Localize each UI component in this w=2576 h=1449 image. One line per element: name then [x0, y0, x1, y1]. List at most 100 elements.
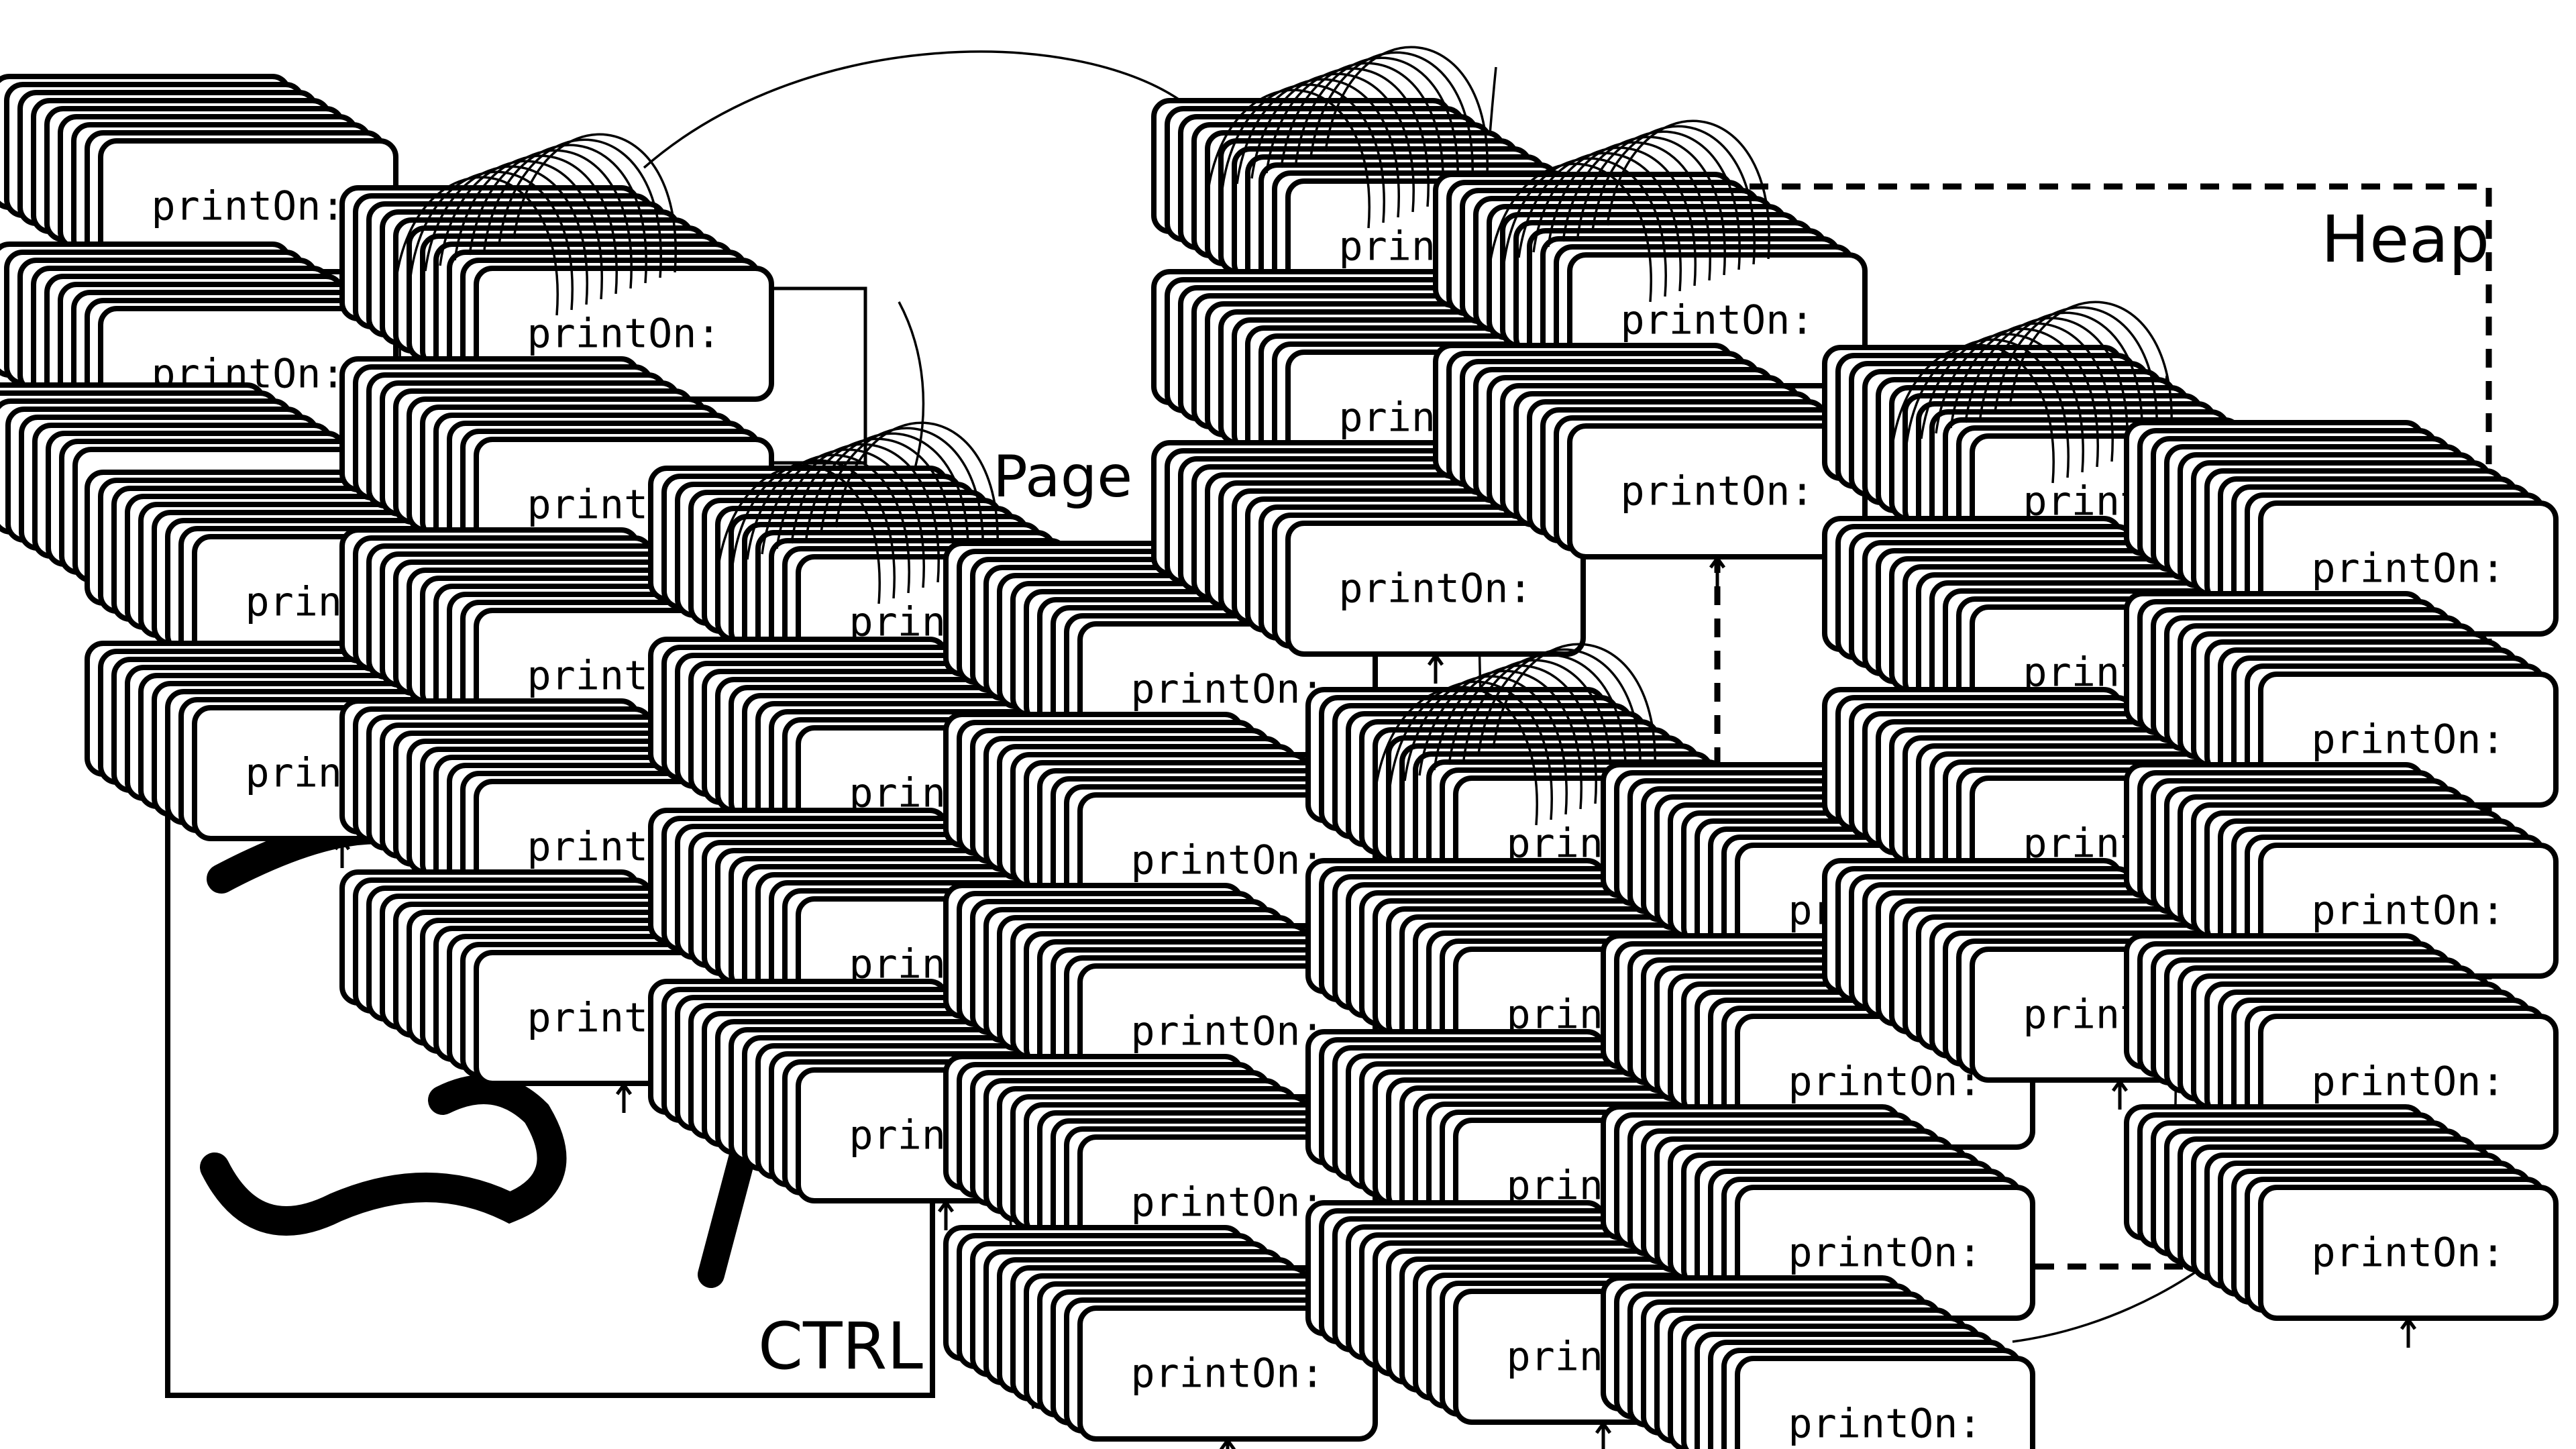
method-frame-label: printOn: [1339, 566, 1533, 612]
call-arc [1562, 136, 1726, 276]
method-stack: printOn: [2124, 1104, 2559, 1348]
call-arrow [333, 837, 351, 868]
call-arc [731, 459, 896, 599]
method-stack: printOn: [943, 1225, 1378, 1449]
method-frame-label: printOn: [1131, 1350, 1325, 1397]
call-arc [835, 421, 999, 561]
call-arc [1324, 46, 1489, 186]
method-stack: printOn: [1601, 1275, 2035, 1449]
call-arc [746, 453, 910, 594]
method-stack: printOn: [2124, 591, 2559, 835]
call-arc [1309, 51, 1474, 191]
call-arc [1576, 130, 1741, 270]
call-arc [790, 437, 955, 578]
method-stacks: printOn:printOn:myGetterprintOn:printOn:… [0, 46, 2559, 1449]
method-stack: printOn: [2124, 762, 2559, 1006]
call-arc [1979, 311, 2143, 451]
method-frame-label: printOn: [527, 311, 721, 358]
call-arc [1448, 659, 1612, 799]
call-arc [1920, 333, 2084, 473]
method-stack: printOn: [339, 869, 774, 1113]
call-arc [1374, 686, 1538, 826]
call-arc [1462, 653, 1627, 794]
call-arc [1236, 78, 1400, 218]
method-frame-label: printOn: [2312, 888, 2506, 934]
call-arrow [2111, 1078, 2129, 1110]
call-arc [2008, 301, 2173, 441]
method-stack: printOn: [2124, 420, 2559, 663]
method-stack: printOn: [0, 74, 398, 301]
call-arc [716, 464, 881, 604]
method-frame-label: printOn: [2312, 545, 2506, 592]
method-frame-label: printOn: [1788, 1230, 1982, 1277]
call-arrow [1219, 1437, 1236, 1449]
method-stack: printOn: [2124, 933, 2559, 1177]
method-frame-label: printOn: [1131, 1008, 1325, 1055]
method-frame-label: printOn: [152, 183, 345, 230]
call-arc [1221, 83, 1385, 223]
front-labels: Heap Page CTRL [758, 202, 2489, 1384]
method-stack: printOn: [339, 133, 774, 429]
method-stack: printOn: [1433, 343, 1868, 586]
call-arc [761, 448, 925, 588]
call-arrow [2400, 1316, 2417, 1348]
call-arc [394, 176, 559, 316]
call-arc [1265, 67, 1430, 207]
call-arc [1280, 62, 1444, 202]
call-arc [483, 144, 647, 284]
method-stack: printOn: [1151, 440, 1586, 684]
method-frame-label: printOn: [1788, 1059, 1982, 1106]
call-arc [1433, 664, 1597, 804]
method-frame-label: printOn: [1131, 1179, 1325, 1226]
method-frame-label: printOn: [1131, 837, 1325, 884]
call-arc [1905, 338, 2070, 478]
call-arc [1949, 322, 2114, 462]
call-arrow [1709, 555, 1726, 586]
call-arc [1935, 327, 2099, 468]
call-arc [1403, 675, 1568, 815]
call-arc [453, 154, 618, 294]
call-arrow [1595, 1420, 1612, 1449]
call-arc [1503, 157, 1667, 297]
call-arc [1964, 317, 2129, 457]
method-stack: printOn: [943, 883, 1378, 1126]
call-arc [1591, 125, 1756, 265]
method-frame-label: printOn: [1621, 297, 1815, 344]
method-stack: printOn: [943, 712, 1378, 955]
call-arc [498, 138, 662, 278]
call-arc [1606, 119, 1770, 260]
call-arc [820, 427, 984, 567]
call-arc [1517, 152, 1682, 292]
method-stack: printOn: [1601, 1104, 2035, 1348]
call-arc [1206, 89, 1371, 229]
heap-region-frame [1714, 183, 2492, 1270]
method-frame-label: printOn: [2312, 1230, 2506, 1277]
ctrl-label: CTRL [758, 1309, 923, 1384]
call-arc [1250, 72, 1415, 213]
call-arc [439, 160, 603, 300]
call-arc [775, 443, 940, 583]
call-arc [1547, 141, 1711, 281]
method-frame-label: printOn: [2312, 716, 2506, 763]
call-arc [1389, 680, 1553, 820]
method-frame-label: printOn: [2312, 1059, 2506, 1106]
call-arrow [615, 1081, 633, 1113]
call-arc [409, 170, 574, 311]
call-arc [1488, 162, 1652, 303]
method-frame-label: printOn: [1621, 468, 1815, 515]
method-stack: printOn: [943, 1054, 1378, 1297]
call-arc [805, 432, 969, 572]
call-arc [513, 133, 677, 273]
call-arc [1477, 648, 1642, 788]
heap-label: Heap [2321, 202, 2489, 277]
method-stack: printOn: [943, 541, 1378, 784]
call-arc [1890, 343, 2055, 484]
page-label: Page [993, 443, 1132, 511]
call-arc [1994, 306, 2158, 446]
call-arrow [937, 1199, 955, 1230]
method-frame-label: printOn: [1131, 666, 1325, 713]
call-arc [1295, 56, 1459, 197]
call-arc [1492, 643, 1656, 783]
method-frame-shadow [1735, 1356, 2035, 1449]
